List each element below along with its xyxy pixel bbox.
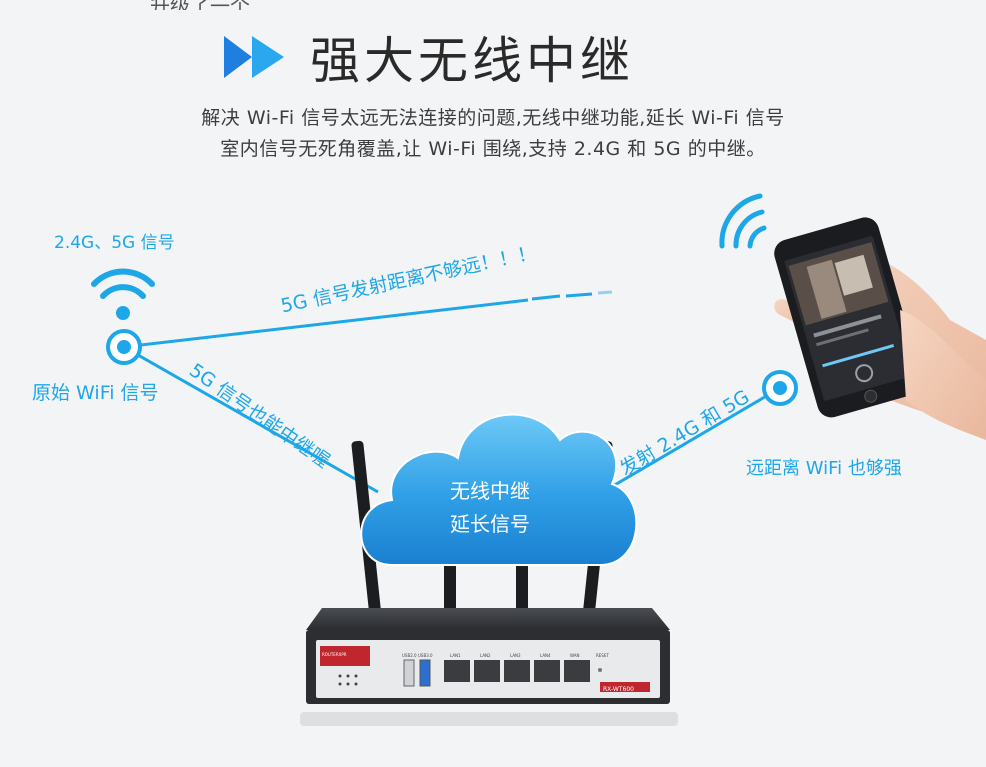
port-label-lan1: LAN1 bbox=[450, 653, 461, 658]
port-label-lan4: LAN4 bbox=[540, 653, 551, 658]
signal-lines bbox=[123, 290, 781, 498]
port-label-reset: RESET bbox=[596, 653, 609, 658]
play-arrows-icon bbox=[224, 36, 284, 78]
phone-hand-image bbox=[774, 217, 986, 440]
section-title: 强大无线中继 bbox=[222, 22, 634, 92]
port-label-wan: WAN bbox=[570, 653, 580, 658]
signal-type-label: 2.4G、5G 信号 bbox=[54, 233, 175, 253]
cloud-icon bbox=[360, 413, 638, 566]
port-label-usb2: USB2.0 bbox=[402, 653, 417, 658]
router-image bbox=[300, 608, 678, 726]
description-line-2: 室内信号无死角覆盖,让 Wi-Fi 围绕,支持 2.4G 和 5G 的中继。 bbox=[220, 138, 766, 160]
far-wifi-label: 远距离 WiFi 也够强 bbox=[746, 458, 902, 479]
target-dot-icon-left bbox=[106, 329, 142, 365]
port-label-usb3: USB3.0 bbox=[418, 653, 433, 658]
original-wifi-label: 原始 WiFi 信号 bbox=[32, 382, 159, 404]
target-dot-icon-right bbox=[762, 370, 798, 406]
wifi-icon bbox=[91, 268, 155, 320]
cloud-text-line-2: 延长信号 bbox=[450, 512, 530, 536]
port-label-lan2: LAN2 bbox=[480, 653, 491, 658]
description-line-1: 解决 Wi-Fi 信号太远无法连接的问题,无线中继功能,延长 Wi-Fi 信号 bbox=[201, 107, 785, 129]
wifi-icon-phone bbox=[719, 193, 767, 249]
title-text: 强大无线中继 bbox=[310, 32, 634, 90]
router-model: RX-WT600 bbox=[603, 686, 634, 693]
port-label-lan3: LAN3 bbox=[510, 653, 521, 658]
router-brand: ROUTERXPR bbox=[322, 652, 347, 657]
cloud-text-line-1: 无线中继 bbox=[450, 479, 530, 503]
top-cropped-text: 升级了一个………………………………………………………… bbox=[150, 0, 830, 10]
